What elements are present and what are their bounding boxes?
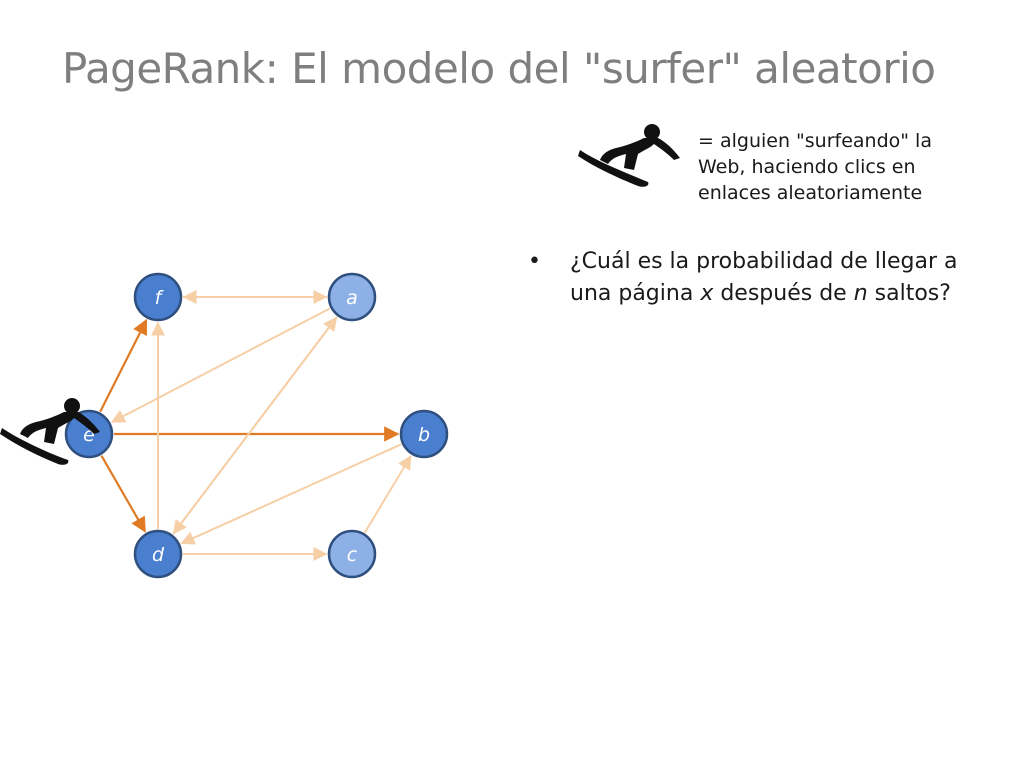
- node-circle-c: [327, 529, 377, 579]
- node-label-a: a: [346, 287, 358, 309]
- slide-title: PageRank: El modelo del "surfer" aleator…: [62, 44, 936, 93]
- node-circle-b: [399, 409, 449, 459]
- node-circle-e: [64, 409, 114, 459]
- node-label-c: c: [347, 544, 358, 566]
- variable-x: x: [700, 281, 714, 306]
- node-e: e: [64, 409, 114, 459]
- caption-line-3: enlaces aleatoriamente: [698, 182, 923, 204]
- node-c: c: [327, 529, 377, 579]
- node-circle-d: [133, 529, 183, 579]
- caption-line-2: Web, haciendo clics en: [698, 156, 916, 178]
- node-label-f: f: [155, 287, 165, 309]
- node-label-e: e: [83, 424, 95, 446]
- node-label-b: b: [418, 424, 430, 446]
- bullet-text: ¿Cuál es la probabilidad de llegar a una…: [570, 246, 1010, 310]
- surfer-on-node-icon: [0, 398, 100, 465]
- variable-n: n: [853, 281, 868, 306]
- node-f: f: [133, 272, 183, 322]
- bullet-line-2-part-c: saltos?: [867, 281, 951, 306]
- node-d: d: [133, 529, 183, 579]
- node-circle-a: [327, 272, 377, 322]
- node-circle-f: [133, 272, 183, 322]
- edge-b-to-d: [180, 443, 402, 545]
- bullet-line-1: ¿Cuál es la probabilidad de llegar a: [570, 249, 958, 274]
- edge-e-to-f: [99, 318, 148, 413]
- surfer-caption: = alguien "surfeando" la Web, haciendo c…: [698, 128, 998, 206]
- edge-e-to-d: [100, 455, 146, 533]
- node-b: b: [399, 409, 449, 459]
- edge-c-to-b: [364, 455, 412, 534]
- node-a: a: [327, 272, 377, 322]
- bullet-line-2-part-b: después de: [713, 281, 854, 306]
- bullet-line-2: una página x después de n saltos?: [570, 278, 1010, 310]
- bullet-marker: •: [528, 249, 541, 274]
- node-label-d: d: [152, 544, 165, 566]
- bullet-line-2-part-a: una página: [570, 281, 701, 306]
- edge-a-to-e: [110, 307, 331, 423]
- caption-line-1: = alguien "surfeando" la: [698, 130, 932, 152]
- edge-a-to-d: [172, 316, 338, 535]
